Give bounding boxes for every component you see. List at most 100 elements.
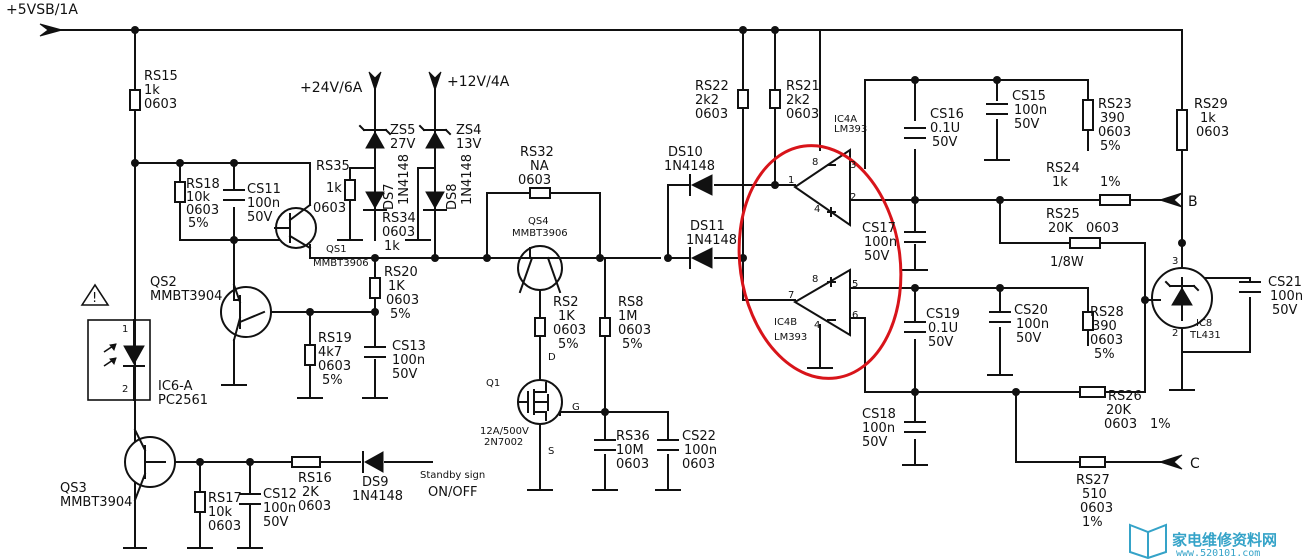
watermark-cn: 家电维修资料网	[1172, 531, 1277, 549]
label-cs16-0: CS16	[930, 107, 964, 122]
transistor-qs3	[124, 428, 176, 502]
label-ic6-0: IC6-A	[158, 379, 193, 394]
label-rs21-2: 0603	[786, 107, 819, 122]
label-pins-a8: 8	[812, 157, 818, 168]
label-rs2-1: 1K	[558, 309, 575, 324]
resistor-rs24	[1099, 194, 1131, 206]
label-rs15-0: RS15	[144, 69, 178, 84]
label-rs18-3: 5%	[188, 216, 209, 231]
label-ds11-0: DS11	[690, 219, 725, 234]
label-cs16-1: 0.1U	[930, 121, 960, 136]
ground-symbols	[123, 159, 1195, 549]
label-rs17-2: 0603	[208, 519, 241, 534]
label-cs15-2: 50V	[1014, 117, 1040, 132]
diode-ds10	[690, 174, 713, 196]
label-qs3-1: MMBT3904	[60, 495, 132, 510]
capacitor-cs16	[904, 127, 926, 139]
label-rs29-2: 0603	[1196, 125, 1229, 140]
label-cs17-1: 100n	[864, 235, 897, 250]
watermark-book-icon	[1129, 523, 1167, 559]
label-cs20-1: 100n	[1016, 317, 1049, 332]
warning-mark: !	[92, 291, 97, 306]
label-rs25-0: RS25	[1046, 207, 1080, 222]
mosfet-q1	[517, 379, 563, 425]
resistor-rs18	[174, 181, 186, 203]
label-rs17-0: RS17	[208, 491, 242, 506]
label-rs23-2: 0603	[1098, 125, 1131, 140]
label-rs8-3: 5%	[622, 337, 643, 352]
label-qs2-1: MMBT3904	[150, 289, 222, 304]
rail-b-label: B	[1188, 194, 1198, 210]
label-zs4-1: 13V	[456, 137, 482, 152]
label-cs13-0: CS13	[392, 339, 426, 354]
label-cs18-0: CS18	[862, 407, 896, 422]
label-rs8-2: 0603	[618, 323, 651, 338]
label-rs8-1: 1M	[618, 309, 638, 324]
label-rs27-0: RS27	[1076, 473, 1110, 488]
label-qs1-0: QS1	[326, 244, 347, 255]
resistor-rs35	[344, 179, 356, 201]
diodes	[358, 124, 713, 473]
capacitor-cs18	[904, 421, 926, 433]
label-rs20-3: 5%	[390, 307, 411, 322]
label-ic8-0: IC8	[1196, 318, 1212, 329]
junction-dots	[131, 26, 1186, 466]
label-pins-a3: 3	[850, 160, 856, 171]
label-rs24-2: 1%	[1100, 175, 1121, 190]
label-ic8-1: TL431	[1189, 330, 1221, 341]
diode-ds9	[363, 451, 384, 473]
highlight-ellipse	[737, 144, 903, 380]
resistor-rs15	[129, 89, 141, 111]
label-rs35-2: 0603	[313, 201, 346, 216]
label-rs27-1: 510	[1082, 487, 1107, 502]
label-rs18-2: 0603	[186, 203, 219, 218]
resistor-rs21	[769, 89, 781, 109]
label-ds10-0: DS10	[668, 145, 703, 160]
resistors	[129, 89, 1188, 513]
label-zs5-0: ZS5	[390, 123, 415, 138]
label-cs11-2: 50V	[247, 210, 273, 225]
label-pins-t2: 2	[1172, 328, 1178, 339]
label-pins-b5: 5	[852, 279, 858, 290]
label-pins-b8: 8	[812, 274, 818, 285]
label-rs25-1: 20K	[1048, 221, 1074, 236]
diode-ds7	[365, 191, 385, 210]
label-cs11-1: 100n	[247, 196, 280, 211]
label-cs20-2: 50V	[1016, 331, 1042, 346]
label-rs20-1: 1K	[388, 279, 405, 294]
label-rs23-0: RS23	[1098, 97, 1132, 112]
label-cs11-0: CS11	[247, 182, 281, 197]
label-rs19-1: 4k7	[318, 345, 342, 360]
label-cs18-1: 100n	[862, 421, 895, 436]
label-rs21-1: 2k2	[786, 93, 810, 108]
label-rs34-1: 0603	[382, 225, 415, 240]
label-rs23-1: 390	[1100, 111, 1125, 126]
label-cs21-2: 50V	[1272, 303, 1298, 318]
capacitor-cs11	[223, 189, 245, 201]
label-qs3-0: QS3	[60, 481, 87, 496]
label-rs32-0: RS32	[520, 145, 554, 160]
label-rs25-3: 1/8W	[1050, 255, 1084, 270]
resistor-rs32	[529, 187, 551, 199]
label-ds7-0: DS7	[382, 183, 397, 210]
capacitor-cs17	[904, 231, 926, 243]
capacitors	[223, 103, 1261, 505]
label-cs19-1: 0.1U	[928, 321, 958, 336]
label-ds10-1: 1N4148	[664, 159, 715, 174]
label-pins-a2: 2	[850, 192, 856, 203]
label-pins-o1: 1	[122, 324, 128, 335]
label-rs2-0: RS2	[553, 295, 579, 310]
watermark-url: www.520101.com	[1176, 548, 1260, 559]
label-rs15-1: 1k	[144, 83, 160, 98]
label-ds8-0: DS8	[445, 183, 460, 210]
label-q1-0: Q1	[486, 378, 500, 389]
label-rs24-0: RS24	[1046, 161, 1080, 176]
comparator-ic4b	[793, 268, 851, 337]
label-rs2-2: 0603	[553, 323, 586, 338]
rail-vsb-label: +5VSB/1A	[6, 2, 78, 18]
label-qs2-0: QS2	[150, 275, 177, 290]
label-cs17-0: CS17	[862, 221, 896, 236]
label-ds9-0: DS9	[362, 475, 389, 490]
label-rs19-2: 0603	[318, 359, 351, 374]
